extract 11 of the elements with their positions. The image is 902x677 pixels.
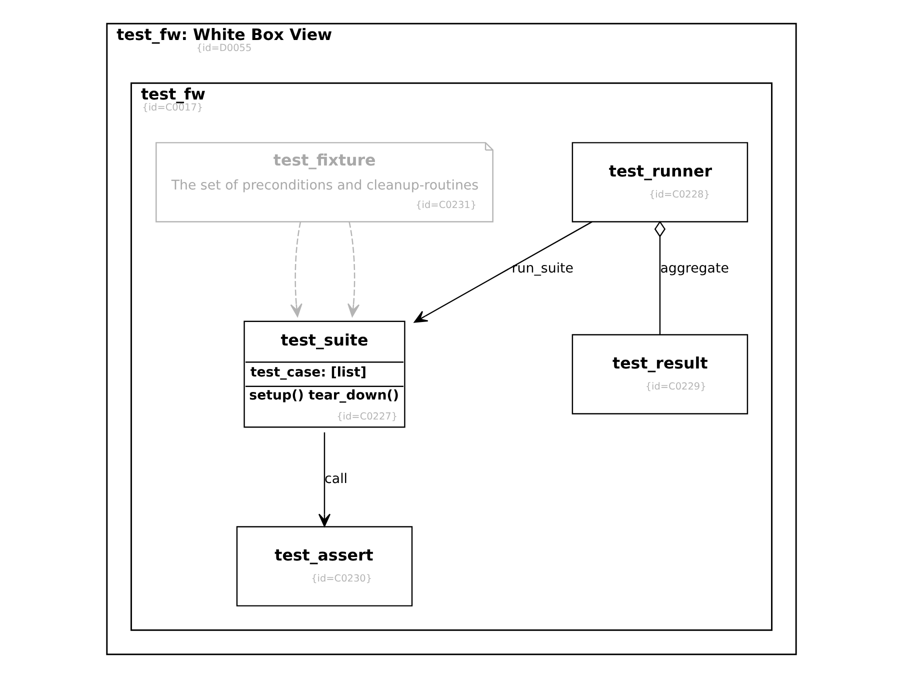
arrow xyxy=(413,220,592,322)
edge-label: aggregate xyxy=(660,261,728,276)
node-box: test_runner {id=C0228} xyxy=(571,142,748,222)
edge-label: run_suite xyxy=(511,261,574,276)
node-box: test_assert {id=C0230} xyxy=(236,526,412,606)
connector xyxy=(654,220,666,334)
arrow xyxy=(290,221,302,316)
arrow xyxy=(318,432,330,526)
edge-label: call xyxy=(324,471,348,486)
arrow xyxy=(346,221,360,316)
node-box: test_result {id=C0229} xyxy=(571,334,748,414)
